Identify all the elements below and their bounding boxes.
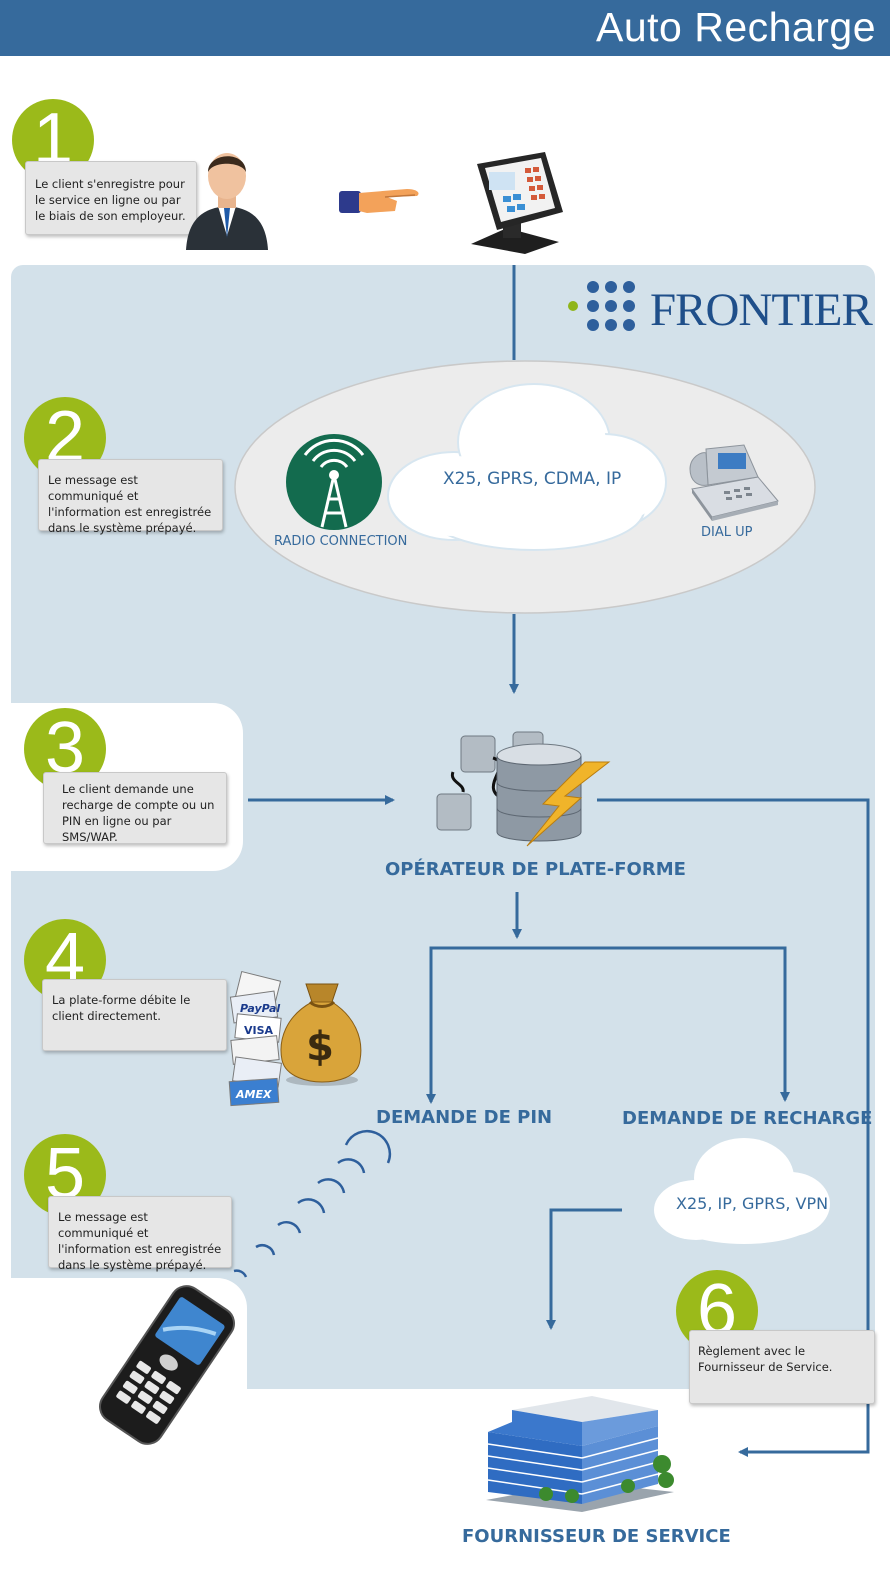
radio-tower-icon	[286, 434, 382, 530]
step1-note: Le client s'enregistre pour le service e…	[25, 161, 197, 235]
header-bar: Auto Recharge	[0, 0, 890, 56]
step6-note: Règlement avec le Fournisseur de Service…	[689, 1330, 875, 1404]
radio-connection-label: RADIO CONNECTION	[274, 534, 408, 549]
signal-waves-icon	[233, 1129, 392, 1278]
step3-note: Le client demande une recharge de compte…	[43, 772, 227, 844]
pos-terminal-icon	[471, 152, 563, 254]
paypal-card-label: PayPal	[240, 1002, 280, 1015]
step2-note: Le message est communiqué et l'informati…	[38, 459, 223, 535]
businessman-icon	[186, 153, 268, 250]
mobile-phone-icon	[99, 1285, 235, 1445]
secondary-cloud-icon	[654, 1138, 830, 1244]
money-bag-icon: $	[280, 983, 362, 1086]
cloud-main-label: X25, GPRS, CDMA, IP	[443, 469, 622, 489]
visa-card-label: VISA	[244, 1024, 274, 1037]
frontier-logo-icon	[568, 281, 635, 331]
credit-cards-icon: PayPal VISA AMEX	[228, 970, 283, 1107]
office-building-icon	[486, 1396, 674, 1512]
dial-up-label: DIAL UP	[701, 525, 753, 540]
database-server-icon	[436, 731, 611, 847]
pointing-hand-icon	[339, 189, 419, 213]
step5-note: Le message est communiqué et l'informati…	[48, 1196, 232, 1272]
page-title: Auto Recharge	[595, 4, 876, 50]
amex-card-label: AMEX	[235, 1088, 272, 1101]
service-provider-label: FOURNISSEUR DE SERVICE	[462, 1526, 731, 1547]
cloud-icon	[387, 383, 667, 551]
recharge-request-label: DEMANDE DE RECHARGE	[622, 1108, 873, 1129]
pin-request-label: DEMANDE DE PIN	[376, 1107, 553, 1128]
svg-text:$: $	[306, 1024, 334, 1070]
platform-operator-label: OPÉRATEUR DE PLATE-FORME	[385, 859, 686, 880]
desk-phone-icon	[689, 444, 779, 521]
secondary-cloud-label: X25, IP, GPRS, VPN	[676, 1194, 829, 1213]
frontier-brand-name: FRONTIER	[650, 284, 873, 336]
step4-note: La plate-forme débite le client directem…	[42, 979, 227, 1051]
